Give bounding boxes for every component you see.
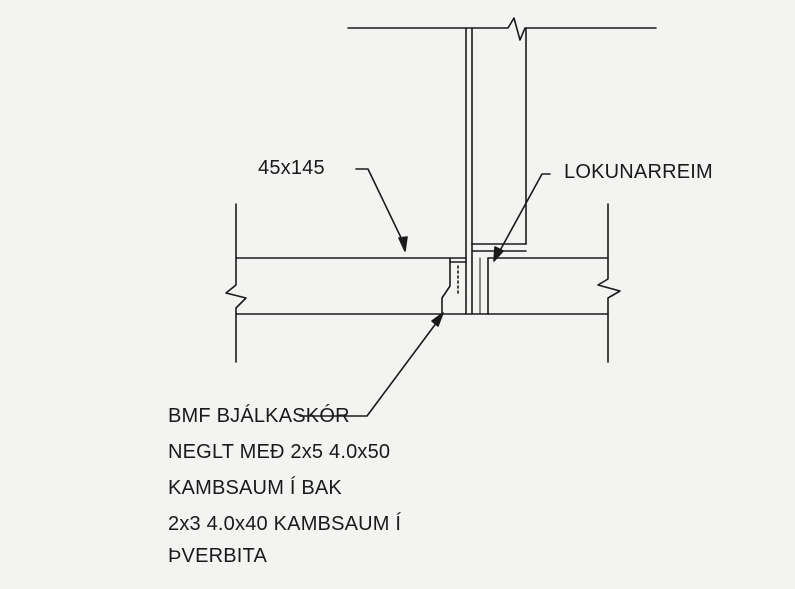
arrowhead-hanger-note	[431, 312, 444, 327]
hanger-note-line-5: ÞVERBITA	[168, 545, 268, 567]
right-beam-break-line	[597, 257, 621, 315]
wall-top-break-line	[347, 17, 657, 41]
leader-45x145	[355, 168, 406, 247]
label-lokunarreim: LOKUNARREIM	[564, 161, 713, 183]
joist-hanger-outline	[441, 257, 467, 315]
hanger-note-line-4: 2x3 4.0x40 KAMBSAUM Í	[168, 513, 402, 535]
leader-lokunarreim	[496, 173, 551, 257]
hanger-note-line-2: NEGLT MEÐ 2x5 4.0x50	[168, 441, 391, 463]
left-beam-break-line	[225, 257, 247, 315]
hanger-note-line-1: BMF BJÁLKASKÓR	[168, 405, 350, 427]
arrowhead-45x145	[398, 236, 408, 252]
label-45x145: 45x145	[258, 157, 325, 179]
arrowhead-lokunarreim	[493, 246, 504, 262]
leader-hanger-note	[299, 317, 441, 417]
hanger-note-line-3: KAMBSAUM Í BAK	[168, 477, 342, 499]
